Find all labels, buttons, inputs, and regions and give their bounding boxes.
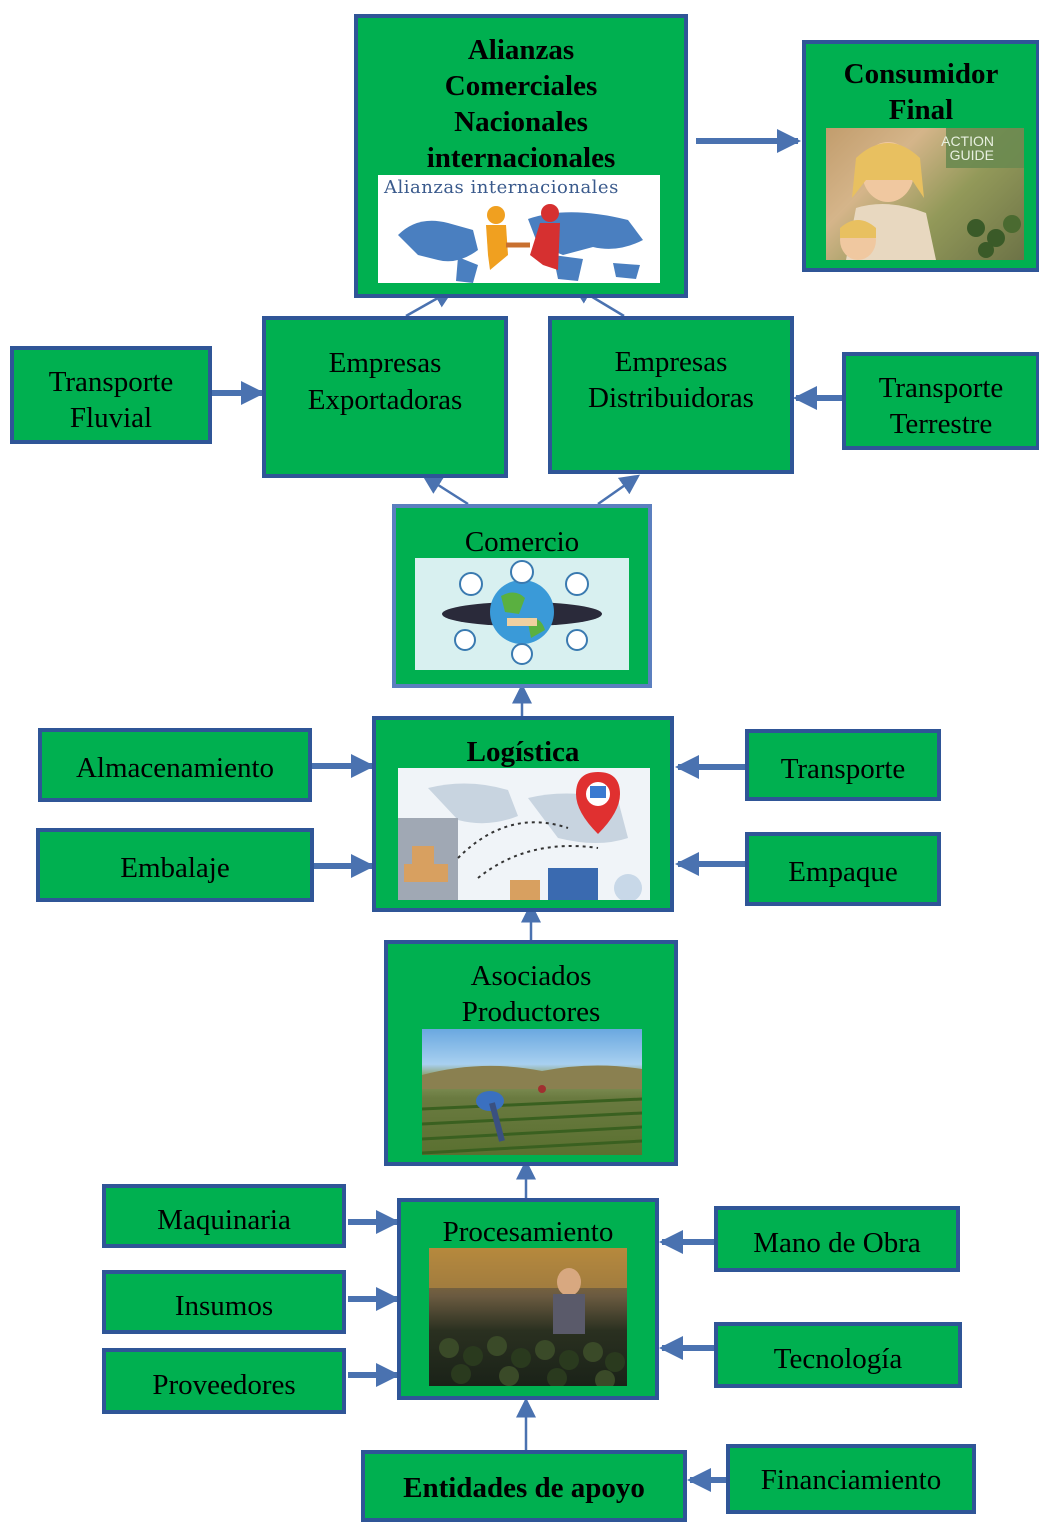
node-financiamiento: Financiamiento — [726, 1444, 976, 1514]
proveedores-label: Proveedores — [152, 1369, 296, 1401]
farm-field-photo-icon — [422, 1065, 642, 1155]
almacenamiento-label: Almacenamiento — [75, 752, 275, 784]
fluvial-line-1: Transporte — [48, 366, 174, 398]
tecnologia-label: Tecnología — [773, 1343, 903, 1375]
shopper-photo-icon — [826, 128, 1024, 260]
node-tecnologia: Tecnología — [714, 1322, 962, 1388]
procesamiento-image — [429, 1248, 627, 1386]
node-alianzas: Alianzas Comerciales Nacionales internac… — [354, 14, 688, 298]
comercio-image — [415, 558, 629, 670]
node-transporte-fluvial: Transporte Fluvial — [10, 346, 212, 444]
node-proveedores: Proveedores — [102, 1348, 346, 1414]
asociados-line-2: Productores — [461, 996, 601, 1028]
logistics-map-icon — [398, 772, 642, 900]
alianzas-image: Alianzas internacionales — [378, 175, 660, 283]
asociados-line-1: Asociados — [470, 960, 592, 992]
terrestre-line-1: Transporte — [878, 372, 1004, 404]
node-consumidor-final: Consumidor Final ACTION GUIDE — [802, 40, 1039, 272]
node-mano-de-obra: Mano de Obra — [714, 1206, 960, 1272]
logistica-label: Logística — [466, 736, 580, 768]
node-logistica: Logística — [372, 716, 674, 912]
procesamiento-label: Procesamiento — [442, 1216, 614, 1248]
mano-obra-label: Mano de Obra — [753, 1227, 921, 1259]
node-almacenamiento: Almacenamiento — [38, 728, 312, 802]
consumidor-line-2: Final — [888, 94, 954, 126]
transporte-label: Transporte — [780, 753, 906, 785]
avocado-sorting-photo-icon — [429, 1248, 627, 1386]
alianzas-line-1: Alianzas — [467, 34, 575, 66]
arrow-comercio-to-distribuidoras — [597, 474, 641, 506]
node-empresas-distribuidoras: Empresas Distribuidoras — [548, 316, 794, 474]
consumidor-line-1: Consumidor — [843, 58, 999, 90]
distribuidoras-line-1: Empresas — [614, 346, 728, 378]
node-embalaje: Embalaje — [36, 828, 314, 902]
logistica-image — [398, 768, 650, 900]
embalaje-label: Embalaje — [120, 852, 230, 884]
arrow-comercio-to-exportadoras — [421, 474, 469, 506]
global-trade-icon — [442, 560, 602, 665]
alianzas-image-caption: Alianzas internacionales — [384, 177, 619, 198]
exportadoras-line-1: Empresas — [328, 347, 442, 379]
alianzas-line-4: internacionales — [426, 142, 616, 174]
consumidor-image: ACTION GUIDE — [826, 128, 1024, 260]
insumos-label: Insumos — [174, 1290, 274, 1322]
consumidor-caption-1: ACTION — [941, 133, 994, 149]
world-map-handshake-icon — [398, 204, 643, 283]
asociados-image — [422, 1029, 642, 1155]
node-transporte: Transporte — [745, 729, 941, 801]
maquinaria-label: Maquinaria — [157, 1204, 291, 1236]
node-asociados-productores: Asociados Productores — [384, 940, 678, 1166]
distribuidoras-line-2: Distribuidoras — [588, 382, 754, 414]
node-empaque: Empaque — [745, 832, 941, 906]
fluvial-line-2: Fluvial — [69, 402, 153, 434]
entidades-label: Entidades de apoyo — [403, 1472, 645, 1504]
alianzas-line-3: Nacionales — [454, 106, 588, 138]
node-empresas-exportadoras: Empresas Exportadoras — [262, 316, 508, 478]
node-maquinaria: Maquinaria — [102, 1184, 346, 1248]
exportadoras-line-2: Exportadoras — [307, 384, 463, 416]
empaque-label: Empaque — [788, 856, 898, 888]
financiamiento-label: Financiamiento — [760, 1464, 942, 1496]
consumidor-caption-2: GUIDE — [949, 147, 994, 163]
alianzas-line-2: Comerciales — [444, 70, 598, 102]
node-procesamiento: Procesamiento — [397, 1198, 659, 1400]
comercio-label: Comercio — [464, 526, 580, 558]
node-entidades-de-apoyo: Entidades de apoyo — [361, 1450, 687, 1522]
node-comercio: Comercio — [392, 504, 652, 688]
node-insumos: Insumos — [102, 1270, 346, 1334]
terrestre-line-2: Terrestre — [889, 408, 993, 440]
node-transporte-terrestre: Transporte Terrestre — [842, 352, 1039, 450]
